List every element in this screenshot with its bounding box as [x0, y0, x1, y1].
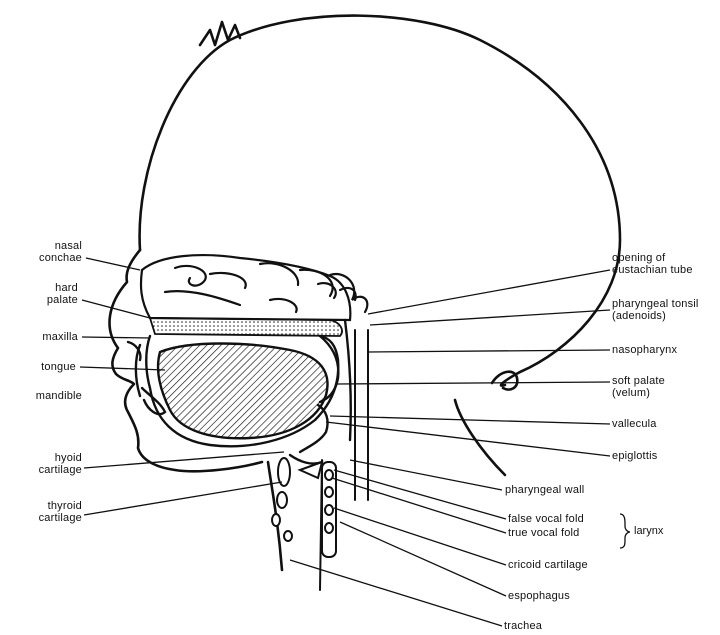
hair-tuft: [200, 22, 240, 45]
label-true-vocal-fold: true vocal fold: [508, 527, 579, 539]
label-nasal-conchae: nasal conchae: [20, 240, 82, 264]
pharynx-wall: [345, 320, 351, 440]
hard-palate: [150, 318, 342, 336]
label-tongue: tongue: [20, 361, 76, 373]
label-esophagus: espophagus: [508, 590, 570, 602]
label-epiglottis: epiglottis: [612, 450, 657, 462]
label-false-vocal-fold: false vocal fold: [508, 513, 584, 525]
label-mandible: mandible: [20, 390, 82, 402]
label-hard-palate: hard palate: [20, 282, 78, 306]
larynx-brace: [620, 514, 630, 548]
tongue: [158, 344, 327, 439]
label-trachea: trachea: [504, 620, 542, 632]
neck-back: [455, 400, 505, 475]
label-thyroid-cartilage: thyroid cartilage: [20, 500, 82, 524]
label-pharyngeal-tonsil: pharyngeal tonsil (adenoids): [612, 298, 699, 322]
label-nasopharynx: nasopharynx: [612, 344, 677, 356]
label-cricoid-cartilage: cricoid cartilage: [508, 559, 588, 571]
label-hyoid-cartilage: hyoid cartilage: [20, 452, 82, 476]
label-maxilla: maxilla: [20, 331, 78, 343]
label-pharyngeal-wall: pharyngeal wall: [505, 484, 584, 496]
label-vallecula: vallecula: [612, 418, 657, 430]
label-larynx: larynx: [634, 525, 663, 537]
label-opening-eustachian-tube: opening of eustachian tube: [612, 252, 693, 276]
upper-lip-inner: [128, 342, 140, 360]
label-soft-palate: soft palate (velum): [612, 375, 665, 399]
